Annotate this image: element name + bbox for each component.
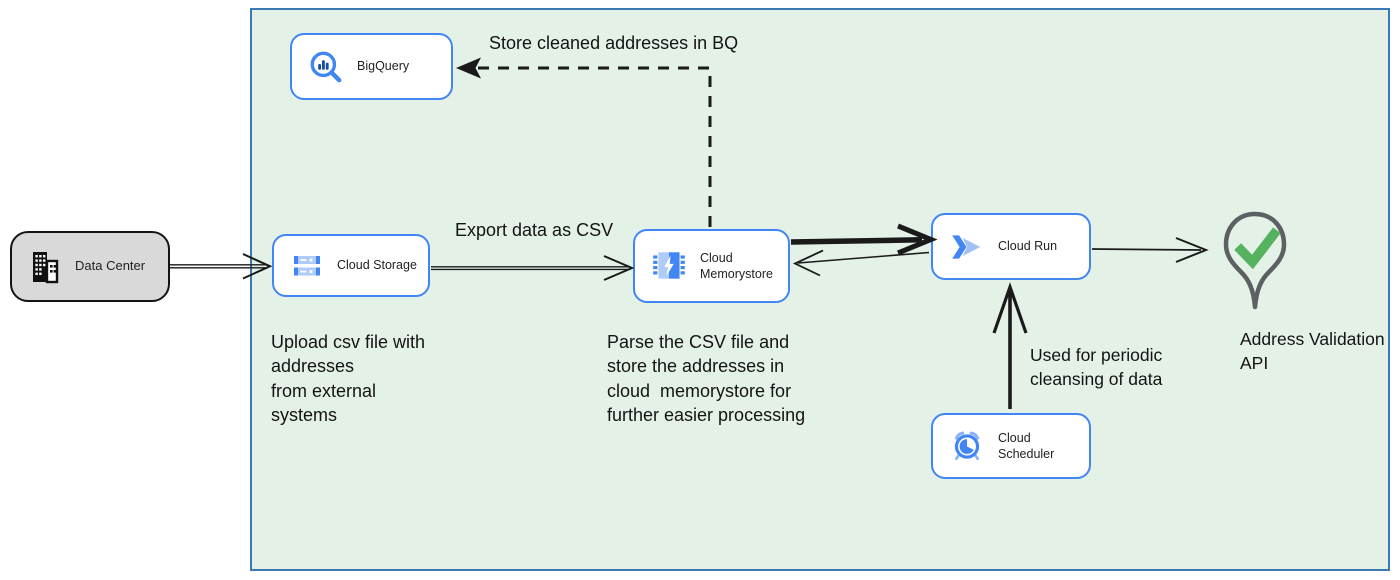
bigquery-label: BigQuery [357, 59, 410, 74]
node-cloud-storage: Cloud Storage [272, 234, 430, 297]
cloud-memorystore-label: Cloud Memorystore [700, 250, 773, 281]
address-validation-pin [1221, 209, 1289, 329]
annotation-export-data-csv: Export data as CSV [455, 220, 614, 240]
node-data-center: Data Center [10, 231, 170, 302]
bigquery-icon [307, 48, 345, 86]
annotation-store-cleaned-addresses: Store cleaned addresses in BQ [489, 33, 739, 53]
node-bigquery: BigQuery [290, 33, 453, 100]
cloud-run-label: Cloud Run [998, 239, 1058, 254]
annotation-upload-csv: Upload csv file with addresses from exte… [271, 332, 426, 425]
cloud-memorystore-icon [650, 247, 688, 285]
address-validation-api-label: Address Validation API [1240, 329, 1389, 373]
cloud-scheduler-icon [948, 427, 986, 465]
cloud-run-icon [948, 228, 986, 266]
green-checkmark-icon [1234, 227, 1281, 270]
annotation-parse-csv: Parse the CSV file and store the address… [607, 332, 806, 425]
annotation-periodic-cleansing: Used for periodic cleansing of data [1030, 345, 1163, 389]
data-center-label: Data Center [75, 258, 146, 274]
node-cloud-scheduler: Cloud Scheduler [931, 413, 1091, 479]
data-center-building-icon [27, 249, 63, 285]
node-cloud-run: Cloud Run [931, 213, 1091, 280]
cloud-scheduler-label: Cloud Scheduler [998, 430, 1055, 461]
map-pin-icon [1223, 211, 1287, 310]
gcp-boundary-container [250, 8, 1390, 571]
node-cloud-memorystore: Cloud Memorystore [633, 229, 790, 303]
cloud-storage-label: Cloud Storage [337, 258, 417, 273]
cloud-storage-icon [289, 248, 325, 284]
